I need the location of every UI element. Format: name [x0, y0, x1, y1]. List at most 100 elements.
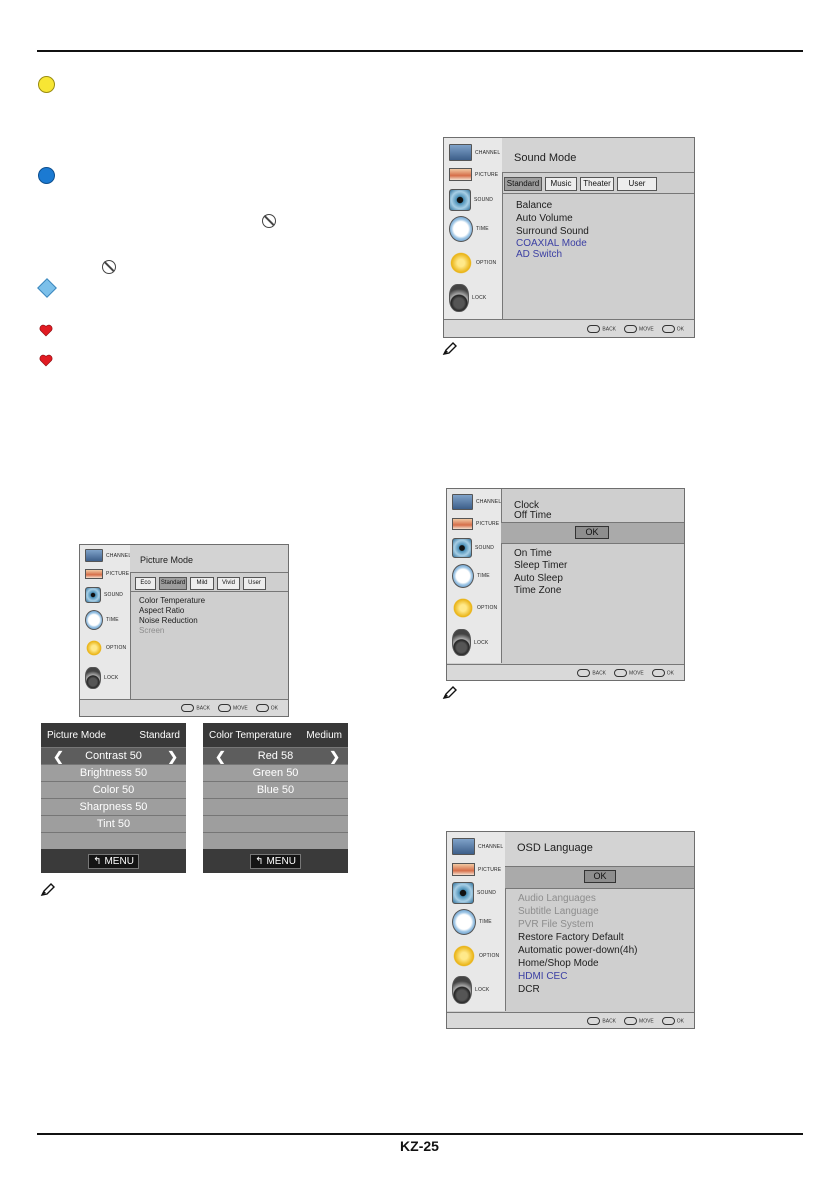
- menu-item-on-time[interactable]: On Time: [514, 548, 552, 559]
- menu-item-clock[interactable]: Clock: [514, 500, 540, 511]
- sidebar-item-sound[interactable]: SOUND: [452, 882, 496, 904]
- menu-item-ad-switch[interactable]: AD Switch: [516, 249, 563, 260]
- menu-footer: BACK MOVE OK: [447, 1012, 694, 1028]
- clock-icon: [452, 564, 474, 588]
- sidebar-item-picture[interactable]: PICTURE: [449, 168, 498, 181]
- left-arrow-icon[interactable]: ❮: [53, 749, 64, 764]
- star-icon: [449, 250, 473, 276]
- sidebar-item-time[interactable]: TIME: [85, 610, 119, 630]
- menu-item-time-zone[interactable]: Time Zone: [514, 585, 562, 596]
- red-heart-icon: [39, 324, 53, 337]
- green-row[interactable]: Green 50: [203, 764, 348, 781]
- sidebar-item-time[interactable]: TIME: [452, 564, 490, 588]
- tint-row[interactable]: Tint 50: [41, 815, 186, 832]
- back-key-icon: [587, 1016, 601, 1025]
- sidebar-item-lock[interactable]: LOCK: [449, 284, 486, 312]
- sidebar-item-sound[interactable]: SOUND: [452, 538, 494, 558]
- sound-icon: [452, 882, 474, 904]
- time-menu-screen: CHANNEL PICTURE SOUND TIME OPTION LOCK C…: [446, 488, 685, 681]
- sound-menu-screen: CHANNEL PICTURE SOUND TIME OPTION LOCK S…: [443, 137, 695, 338]
- empty-row: [203, 798, 348, 815]
- menu-item-color-temperature[interactable]: Color Temperature: [139, 596, 206, 605]
- sidebar-item-channel[interactable]: CHANNEL: [452, 494, 501, 510]
- right-arrow-icon[interactable]: ❯: [329, 749, 340, 764]
- sidebar-item-option[interactable]: OPTION: [85, 639, 126, 657]
- sidebar-item-channel[interactable]: CHANNEL: [452, 838, 503, 855]
- sidebar-item-time[interactable]: TIME: [452, 909, 492, 935]
- top-rule: [37, 50, 803, 52]
- sidebar-item-picture[interactable]: PICTURE: [85, 569, 129, 579]
- tab-user[interactable]: User: [617, 177, 657, 191]
- tab-standard[interactable]: Standard: [159, 577, 187, 590]
- sidebar-item-channel[interactable]: CHANNEL: [449, 144, 500, 161]
- sidebar-item-sound[interactable]: SOUND: [85, 587, 123, 603]
- menu-item-surround-sound[interactable]: Surround Sound: [516, 226, 589, 237]
- blue-row[interactable]: Blue 50: [203, 781, 348, 798]
- yellow-circle-icon: [38, 76, 55, 93]
- panel-value: Medium: [306, 729, 342, 741]
- sidebar-item-lock[interactable]: LOCK: [452, 629, 488, 656]
- osd-language-title[interactable]: OSD Language: [517, 842, 593, 854]
- bottom-rule: [37, 1133, 803, 1135]
- menu-item-dcr[interactable]: DCR: [518, 984, 540, 995]
- menu-item-balance[interactable]: Balance: [516, 200, 553, 211]
- picture-mode-tabs: Eco Standard Mild Vivid User: [135, 577, 269, 590]
- move-key-icon: [218, 704, 232, 712]
- menu-item-noise-reduction[interactable]: Noise Reduction: [139, 616, 198, 625]
- option-menu-screen: CHANNEL PICTURE SOUND TIME OPTION LOCK O…: [446, 831, 695, 1029]
- sidebar-item-picture[interactable]: PICTURE: [452, 863, 501, 876]
- menu-item-automatic-power-down[interactable]: Automatic power-down(4h): [518, 945, 638, 956]
- tab-theater[interactable]: Theater: [580, 177, 614, 191]
- sidebar-item-channel[interactable]: CHANNEL: [85, 549, 131, 562]
- sharpness-row[interactable]: Sharpness 50: [41, 798, 186, 815]
- menu-item-screen: Screen: [139, 626, 165, 635]
- ok-button[interactable]: OK: [584, 870, 616, 883]
- menu-item-off-time[interactable]: Off Time: [514, 510, 552, 521]
- tab-standard[interactable]: Standard: [504, 177, 542, 191]
- ok-key-icon: [651, 668, 665, 677]
- brightness-row[interactable]: Brightness 50: [41, 764, 186, 781]
- menu-item-coaxial-mode[interactable]: COAXIAL Mode: [516, 238, 587, 249]
- ok-key-icon: [661, 324, 675, 333]
- sound-icon: [449, 189, 471, 211]
- tab-music[interactable]: Music: [545, 177, 577, 191]
- pencil-note-icon: [442, 342, 457, 355]
- tab-user[interactable]: User: [243, 577, 266, 590]
- ok-button[interactable]: OK: [575, 526, 609, 539]
- sidebar-item-sound[interactable]: SOUND: [449, 189, 493, 211]
- sidebar-item-lock[interactable]: LOCK: [85, 667, 118, 689]
- menu-item-restore-factory-default[interactable]: Restore Factory Default: [518, 932, 624, 943]
- sidebar-item-option[interactable]: OPTION: [452, 596, 497, 620]
- tab-mild[interactable]: Mild: [190, 577, 214, 590]
- picture-icon: [452, 863, 475, 876]
- picture-menu-screen: CHANNEL PICTURE SOUND TIME OPTION LOCK P…: [79, 544, 289, 717]
- red-heart-icon: [39, 354, 53, 367]
- menu-item-sleep-timer[interactable]: Sleep Timer: [514, 560, 568, 571]
- menu-item-auto-sleep[interactable]: Auto Sleep: [514, 573, 563, 584]
- red-row[interactable]: ❮Red 58❯: [203, 747, 348, 764]
- menu-item-home-shop-mode[interactable]: Home/Shop Mode: [518, 958, 599, 969]
- tab-eco[interactable]: Eco: [135, 577, 156, 590]
- right-arrow-icon[interactable]: ❯: [167, 749, 178, 764]
- clock-icon: [452, 909, 476, 935]
- sidebar-item-picture[interactable]: PICTURE: [452, 518, 499, 530]
- page-number: KZ-25: [400, 1138, 439, 1154]
- menu-item-hdmi-cec[interactable]: HDMI CEC: [518, 971, 568, 982]
- left-arrow-icon[interactable]: ❮: [215, 749, 226, 764]
- sidebar-item-option[interactable]: OPTION: [452, 943, 499, 969]
- sidebar-item-lock[interactable]: LOCK: [452, 976, 489, 1004]
- menu-button[interactable]: ↰MENU: [88, 853, 139, 869]
- menu-item-aspect-ratio[interactable]: Aspect Ratio: [139, 606, 185, 615]
- back-key-icon: [181, 704, 195, 712]
- menu-button[interactable]: ↰MENU: [250, 853, 301, 869]
- tab-vivid[interactable]: Vivid: [217, 577, 240, 590]
- sidebar-item-option[interactable]: OPTION: [449, 250, 496, 276]
- color-row[interactable]: Color 50: [41, 781, 186, 798]
- contrast-row[interactable]: ❮Contrast 50❯: [41, 747, 186, 764]
- sound-icon: [85, 587, 101, 603]
- panel-value: Standard: [139, 729, 180, 741]
- sidebar-item-time[interactable]: TIME: [449, 216, 489, 242]
- menu-return-icon: ↰: [93, 855, 102, 867]
- menu-item-auto-volume[interactable]: Auto Volume: [516, 213, 573, 224]
